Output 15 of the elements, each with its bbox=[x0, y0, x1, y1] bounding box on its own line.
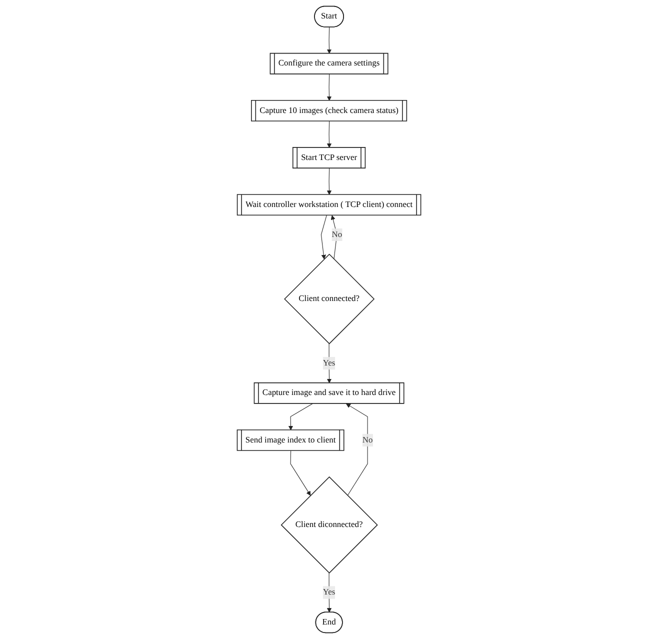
edge-label: Yes bbox=[323, 358, 336, 368]
node-diamond: Client connected? bbox=[284, 254, 376, 344]
node-diamond: Client diconnected? bbox=[281, 476, 378, 574]
arrow bbox=[331, 215, 338, 260]
edge-label: Yes bbox=[323, 588, 336, 597]
arrow bbox=[288, 403, 314, 430]
arrow bbox=[346, 404, 368, 496]
edge-label: No bbox=[362, 435, 374, 444]
edge-label: No bbox=[332, 230, 343, 239]
arrow bbox=[321, 215, 328, 260]
arrow bbox=[327, 74, 332, 101]
arrow bbox=[327, 168, 332, 195]
arrow bbox=[327, 121, 332, 148]
arrow bbox=[290, 450, 312, 496]
arrow bbox=[327, 26, 332, 54]
